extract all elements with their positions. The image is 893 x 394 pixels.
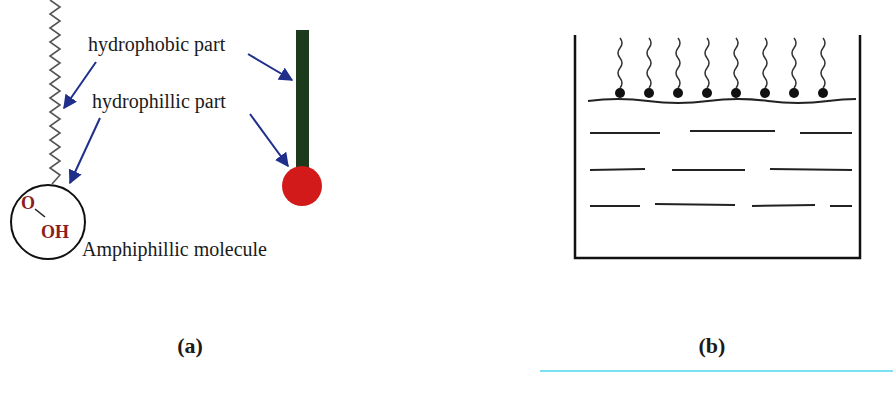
leader-arrow xyxy=(70,118,100,183)
beaker-outline xyxy=(575,35,860,258)
leader-arrow xyxy=(64,62,96,108)
part-label: hydrophillic part xyxy=(92,90,226,113)
panel-label: (b) xyxy=(699,333,726,359)
hydrophobic-bar xyxy=(296,30,309,175)
molecule-caption: Amphiphillic molecule xyxy=(82,238,267,261)
carboxyl-group-circle: O OH xyxy=(10,184,86,260)
leader-arrow xyxy=(248,54,292,80)
surfactant-tails xyxy=(618,38,825,88)
water-surface xyxy=(588,99,856,103)
chemical-group-text: OH xyxy=(41,223,69,241)
hydrophilic-head xyxy=(282,166,322,206)
hydrocarbon-chain xyxy=(50,0,60,184)
bond-line xyxy=(35,209,45,217)
surfactant-heads xyxy=(615,88,828,98)
chemical-group-text: O xyxy=(21,194,35,212)
water-lines xyxy=(590,131,852,206)
panel-label: (a) xyxy=(177,333,203,359)
part-label: hydrophobic part xyxy=(88,33,225,56)
underline-rule xyxy=(540,370,893,372)
leader-arrow xyxy=(250,114,288,166)
